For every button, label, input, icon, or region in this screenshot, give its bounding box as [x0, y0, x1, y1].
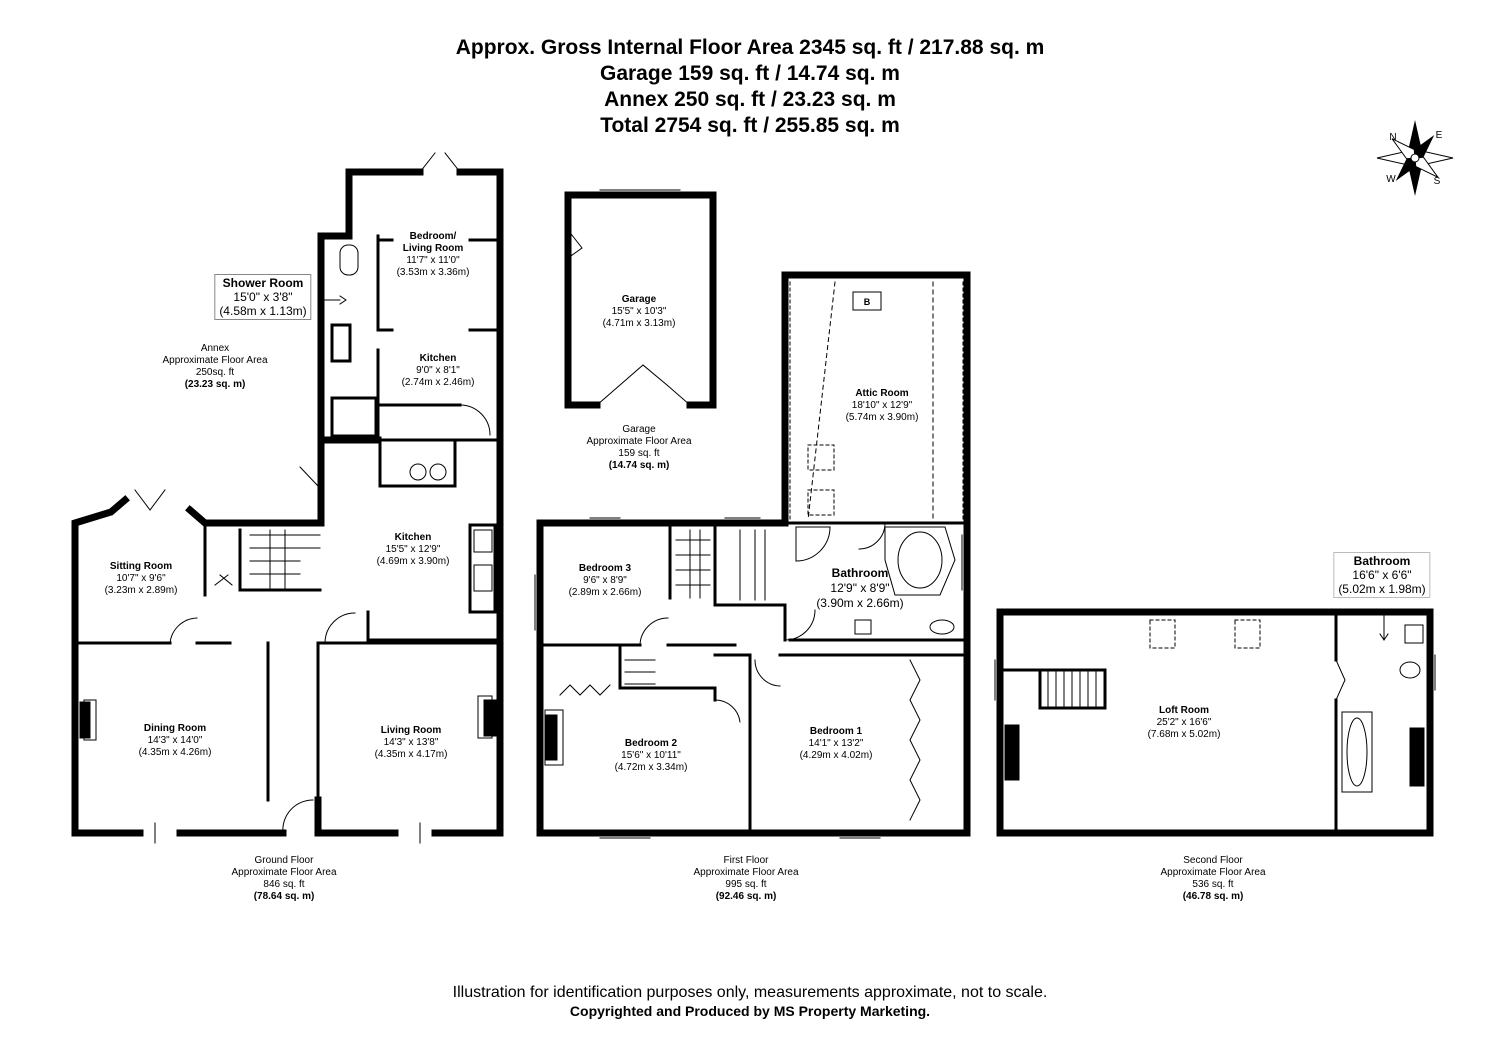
- header-line-4: Total 2754 sq. ft / 255.85 sq. m: [600, 114, 900, 137]
- annex-walls: [317, 168, 504, 444]
- annex-doors: [324, 152, 491, 436]
- ground-floor-inner-walls: [78, 438, 502, 802]
- room-bedroom3: Bedroom 3 9'6" x 8'9" (2.89m x 2.66m): [568, 563, 642, 598]
- room-dining: Dining Room 14'3" x 14'0" (4.35m x 4.26m…: [138, 723, 212, 758]
- room-sitting: Sitting Room 10'7" x 9'6" (3.23m x 2.89m…: [104, 561, 178, 596]
- first-floor-inner-walls: [543, 521, 965, 832]
- footer-credit: Copyrighted and Produced by MS Property …: [0, 1002, 1500, 1021]
- room-bedroom2: Bedroom 2 15'6" x 10'11" (4.72m x 3.34m): [614, 738, 688, 773]
- room-attic: Attic Room 18'10" x 12'9" (5.74m x 3.90m…: [845, 388, 919, 423]
- room-garage: Garage 15'5" x 10'3" (4.71m x 3.13m): [602, 294, 676, 329]
- room-bedroom1: Bedroom 1 14'1" x 13'2" (4.29m x 4.02m): [799, 726, 873, 761]
- header-line-1: Approx. Gross Internal Floor Area 2345 s…: [455, 36, 1045, 59]
- room-bathroom-first: Bathroom 12'9" x 8'9" (3.90m x 2.66m): [816, 566, 904, 610]
- ground-floor-walls: [71, 436, 504, 837]
- room-bathroom-second: Bathroom 16'6" x 6'6" (5.02m x 1.98m): [1333, 552, 1431, 598]
- garage-doors: [567, 189, 691, 406]
- compass-e: E: [1436, 130, 1443, 141]
- area-first-floor: First Floor Approximate Floor Area 995 s…: [693, 855, 799, 902]
- second-floor-details: [994, 614, 1436, 793]
- compass-s: S: [1434, 176, 1441, 187]
- first-floor-details: [534, 281, 964, 839]
- area-garage: Garage Approximate Floor Area 159 sq. ft…: [586, 424, 692, 471]
- compass-n: N: [1389, 132, 1396, 143]
- footer-disclaimer: Illustration for identification purposes…: [452, 984, 1048, 1001]
- area-ground-floor: Ground Floor Approximate Floor Area 846 …: [231, 855, 337, 902]
- area-second-floor: Second Floor Approximate Floor Area 536 …: [1160, 855, 1266, 902]
- compass-rose-icon: N E S W: [1376, 120, 1454, 196]
- footer-credit-text: Copyrighted and Produced by MS Property …: [569, 1003, 931, 1019]
- header-line-2: Garage 159 sq. ft / 14.74 sq. m: [600, 62, 900, 85]
- room-bedroom-living: Bedroom/ Living Room 11'7" x 11'0" (3.53…: [396, 231, 470, 278]
- room-kitchen: Kitchen 15'5" x 12'9" (4.69m x 3.90m): [376, 532, 450, 567]
- compass-w: W: [1386, 174, 1396, 185]
- area-annex: Annex Approximate Floor Area 250sq. ft (…: [162, 343, 268, 390]
- second-floor-walls: [996, 608, 1434, 837]
- room-loft: Loft Room 25'2" x 16'6" (7.68m x 5.02m): [1147, 705, 1221, 740]
- room-shower: Shower Room 15'0" x 3'8" (4.58m x 1.13m): [214, 274, 312, 320]
- second-floor-inner-walls: [1003, 614, 1338, 831]
- first-floor-walls: [536, 271, 971, 837]
- header-line-3: Annex 250 sq. ft / 23.23 sq. m: [604, 88, 896, 111]
- boiler-label: B: [864, 297, 871, 307]
- room-annex-kitchen: Kitchen 9'0" x 8'1" (2.74m x 2.46m): [401, 353, 475, 388]
- annex-inner-walls: [330, 234, 502, 442]
- room-living: Living Room 14'3" x 13'8" (4.35m x 4.17m…: [374, 725, 448, 760]
- garage-walls: [564, 191, 717, 409]
- ground-floor-details: [83, 463, 493, 844]
